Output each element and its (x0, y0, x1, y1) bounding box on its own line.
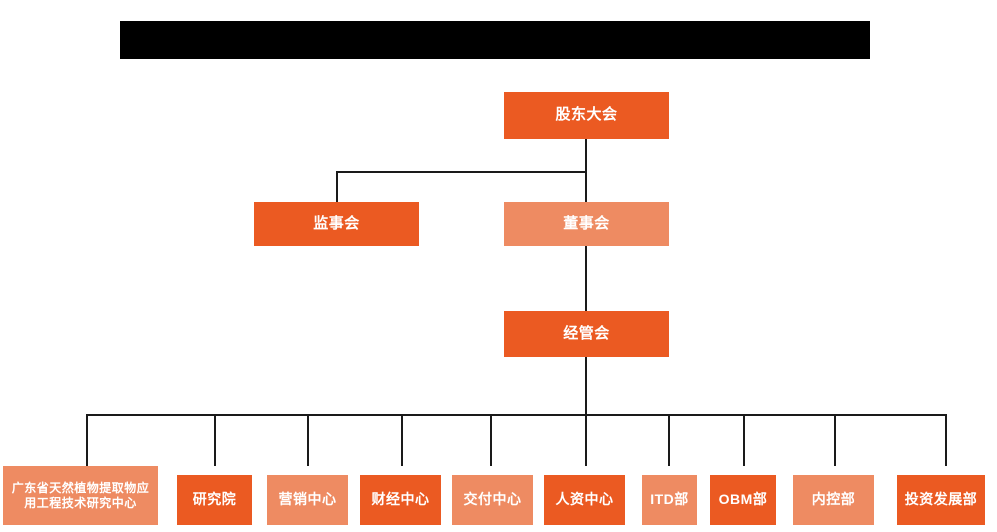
connector-drop-dept-6 (585, 414, 587, 466)
node-dept-investment-development[interactable]: 投资发展部 (897, 475, 985, 525)
node-shareholders-meeting[interactable]: 股东大会 (504, 92, 669, 139)
node-board-of-supervisors[interactable]: 监事会 (254, 202, 419, 246)
node-label: 内控部 (811, 491, 856, 508)
node-label: 监事会 (313, 214, 360, 232)
node-dept-finance-center[interactable]: 财经中心 (360, 475, 441, 525)
node-management-committee[interactable]: 经管会 (504, 311, 669, 357)
connector-drop-dept-5 (490, 414, 492, 466)
connector-supervisors-down (336, 171, 338, 202)
node-dept-marketing-center[interactable]: 营销中心 (267, 475, 348, 525)
connector-shareholders-down (585, 139, 587, 173)
node-dept-internal-control[interactable]: 内控部 (793, 475, 874, 525)
node-label: 交付中心 (463, 491, 522, 508)
node-label: 股东大会 (555, 106, 618, 124)
node-label: 财经中心 (371, 491, 430, 508)
node-label: OBM部 (718, 491, 768, 508)
node-label: 人资中心 (555, 491, 614, 508)
connector-drop-dept-2 (214, 414, 216, 466)
connector-management-down (585, 357, 587, 416)
connector-level2-bus (336, 171, 587, 173)
connector-directors-down (585, 171, 587, 202)
connector-directors-to-management (585, 244, 587, 311)
node-label: ITD部 (650, 491, 689, 508)
node-dept-obm[interactable]: OBM部 (710, 475, 776, 525)
connector-drop-dept-8 (743, 414, 745, 466)
node-label: 广东省天然植物提取物应用工程技术研究中心 (11, 480, 150, 510)
connector-drop-dept-3 (307, 414, 309, 466)
node-label: 投资发展部 (904, 491, 978, 508)
node-board-of-directors[interactable]: 董事会 (504, 202, 669, 246)
node-label: 营销中心 (278, 491, 337, 508)
connector-drop-dept-1 (86, 414, 88, 466)
redacted-title-bar (120, 21, 870, 59)
node-label: 经管会 (563, 324, 610, 342)
connector-departments-bus (86, 414, 946, 416)
node-dept-research-institute[interactable]: 研究院 (177, 475, 252, 525)
connector-drop-dept-7 (668, 414, 670, 466)
connector-drop-dept-10 (945, 414, 947, 466)
node-dept-delivery-center[interactable]: 交付中心 (452, 475, 533, 525)
connector-drop-dept-9 (834, 414, 836, 466)
node-dept-guangdong-research-center[interactable]: 广东省天然植物提取物应用工程技术研究中心 (3, 466, 158, 525)
node-dept-itd[interactable]: ITD部 (642, 475, 697, 525)
node-dept-human-resources-center[interactable]: 人资中心 (544, 475, 625, 525)
connector-drop-dept-4 (401, 414, 403, 466)
node-label: 董事会 (563, 214, 610, 232)
node-label: 研究院 (192, 491, 237, 508)
